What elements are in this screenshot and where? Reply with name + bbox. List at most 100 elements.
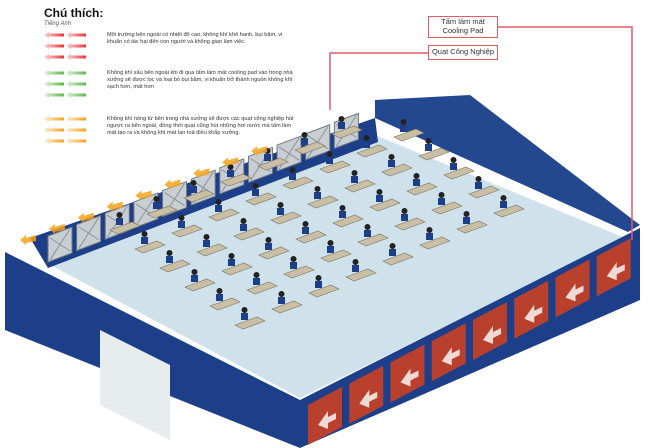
desk (294, 141, 326, 155)
worker-body (289, 173, 296, 180)
worker-head (289, 167, 296, 173)
door (100, 330, 170, 440)
worker-head (290, 256, 297, 262)
worker-head (425, 138, 432, 144)
desk (208, 208, 240, 222)
worker-body (203, 240, 210, 247)
worker-body (228, 259, 235, 266)
legend-text: Không khí nóng từ bên trong nhà xưởng sẽ… (107, 116, 294, 136)
desk (109, 221, 141, 235)
cooling-pad-leader (497, 26, 633, 240)
desk (419, 236, 451, 250)
worker-head (178, 215, 185, 221)
worker-body (389, 249, 396, 256)
desk (209, 297, 241, 311)
legend-text: Không khí xấu bên ngoài khi đi qua tấm l… (107, 70, 293, 90)
desk (394, 217, 426, 231)
worker-body (351, 176, 358, 183)
worker-body (277, 208, 284, 215)
worker-head (277, 202, 284, 208)
worker-body (252, 189, 259, 196)
worker-body (253, 278, 260, 285)
worker-head (301, 132, 308, 138)
desk (246, 281, 278, 295)
worker-body (264, 154, 271, 161)
fan-blade (278, 146, 300, 161)
worker-body (241, 313, 248, 320)
cooling-pad-label-line1: Tấm làm mát (441, 17, 485, 26)
worker-body (315, 281, 322, 288)
desk (234, 316, 266, 330)
desk (184, 278, 216, 292)
worker-body (191, 275, 198, 282)
desk (221, 262, 253, 276)
worker-head (265, 237, 272, 243)
desk (356, 144, 388, 158)
cooling-pads (308, 238, 631, 445)
intake-arrow-icon (565, 283, 584, 302)
worker-head (315, 275, 322, 281)
desk (406, 182, 438, 196)
worker-body (290, 262, 297, 269)
worker-body (190, 186, 197, 193)
worker-head (364, 224, 371, 230)
desk (369, 198, 401, 212)
desk (468, 185, 500, 199)
worker-head (216, 288, 223, 294)
side-wall (300, 228, 640, 448)
desk (331, 125, 363, 139)
desk (456, 220, 488, 234)
worker-body (388, 160, 395, 167)
worker-head (190, 180, 197, 186)
legend-text: Môi trường bên ngoài có nhiệt độ cao, kh… (107, 32, 283, 45)
worker-body (227, 170, 234, 177)
worker-head (228, 253, 235, 259)
exhaust-arrow-icon (135, 190, 152, 201)
worker-body (363, 141, 370, 148)
worker-head (326, 151, 333, 157)
fan-blade (78, 226, 99, 241)
worker-body (352, 265, 359, 272)
worker-body (265, 243, 272, 250)
cooling-pad-label-line2: Cooling Pad (442, 26, 484, 35)
worker-body (116, 218, 123, 225)
worker-head (463, 211, 470, 217)
fan-blade (164, 192, 185, 206)
fan-label: Quạt Công Nghiệp (428, 45, 498, 60)
worker-head (363, 135, 370, 141)
desk (493, 204, 525, 218)
exhaust-arrow-icon (193, 168, 210, 179)
desk (307, 195, 339, 209)
desk (171, 224, 203, 238)
worker-body (425, 144, 432, 151)
cooling-pad-label: Tấm làm mát Cooling Pad (428, 16, 498, 38)
worker-body (426, 233, 433, 240)
desk (282, 176, 314, 190)
worker-head (278, 291, 285, 297)
fan-blade (49, 237, 71, 252)
desk (283, 265, 315, 279)
exhaust-arrows (20, 146, 268, 245)
worker-body (339, 211, 346, 218)
factory-floor (45, 135, 625, 398)
worker-head (314, 186, 321, 192)
desk (320, 249, 352, 263)
worker-head (500, 195, 507, 201)
worker-head (352, 259, 359, 265)
worker-body (314, 192, 321, 199)
exhaust-arrow-icon (251, 146, 268, 157)
worker-head (252, 183, 259, 189)
exhaust-arrow-icon (20, 235, 36, 245)
worker-head (450, 157, 457, 163)
worker-body (475, 182, 482, 189)
worker-body (326, 157, 333, 164)
desk (393, 128, 425, 142)
exhaust-arrow-icon (48, 223, 65, 234)
desk (443, 166, 475, 180)
worker-head (351, 170, 358, 176)
worker-head (227, 164, 234, 170)
worker-head (438, 192, 445, 198)
worker-body (413, 179, 420, 186)
worker-head (141, 231, 148, 237)
